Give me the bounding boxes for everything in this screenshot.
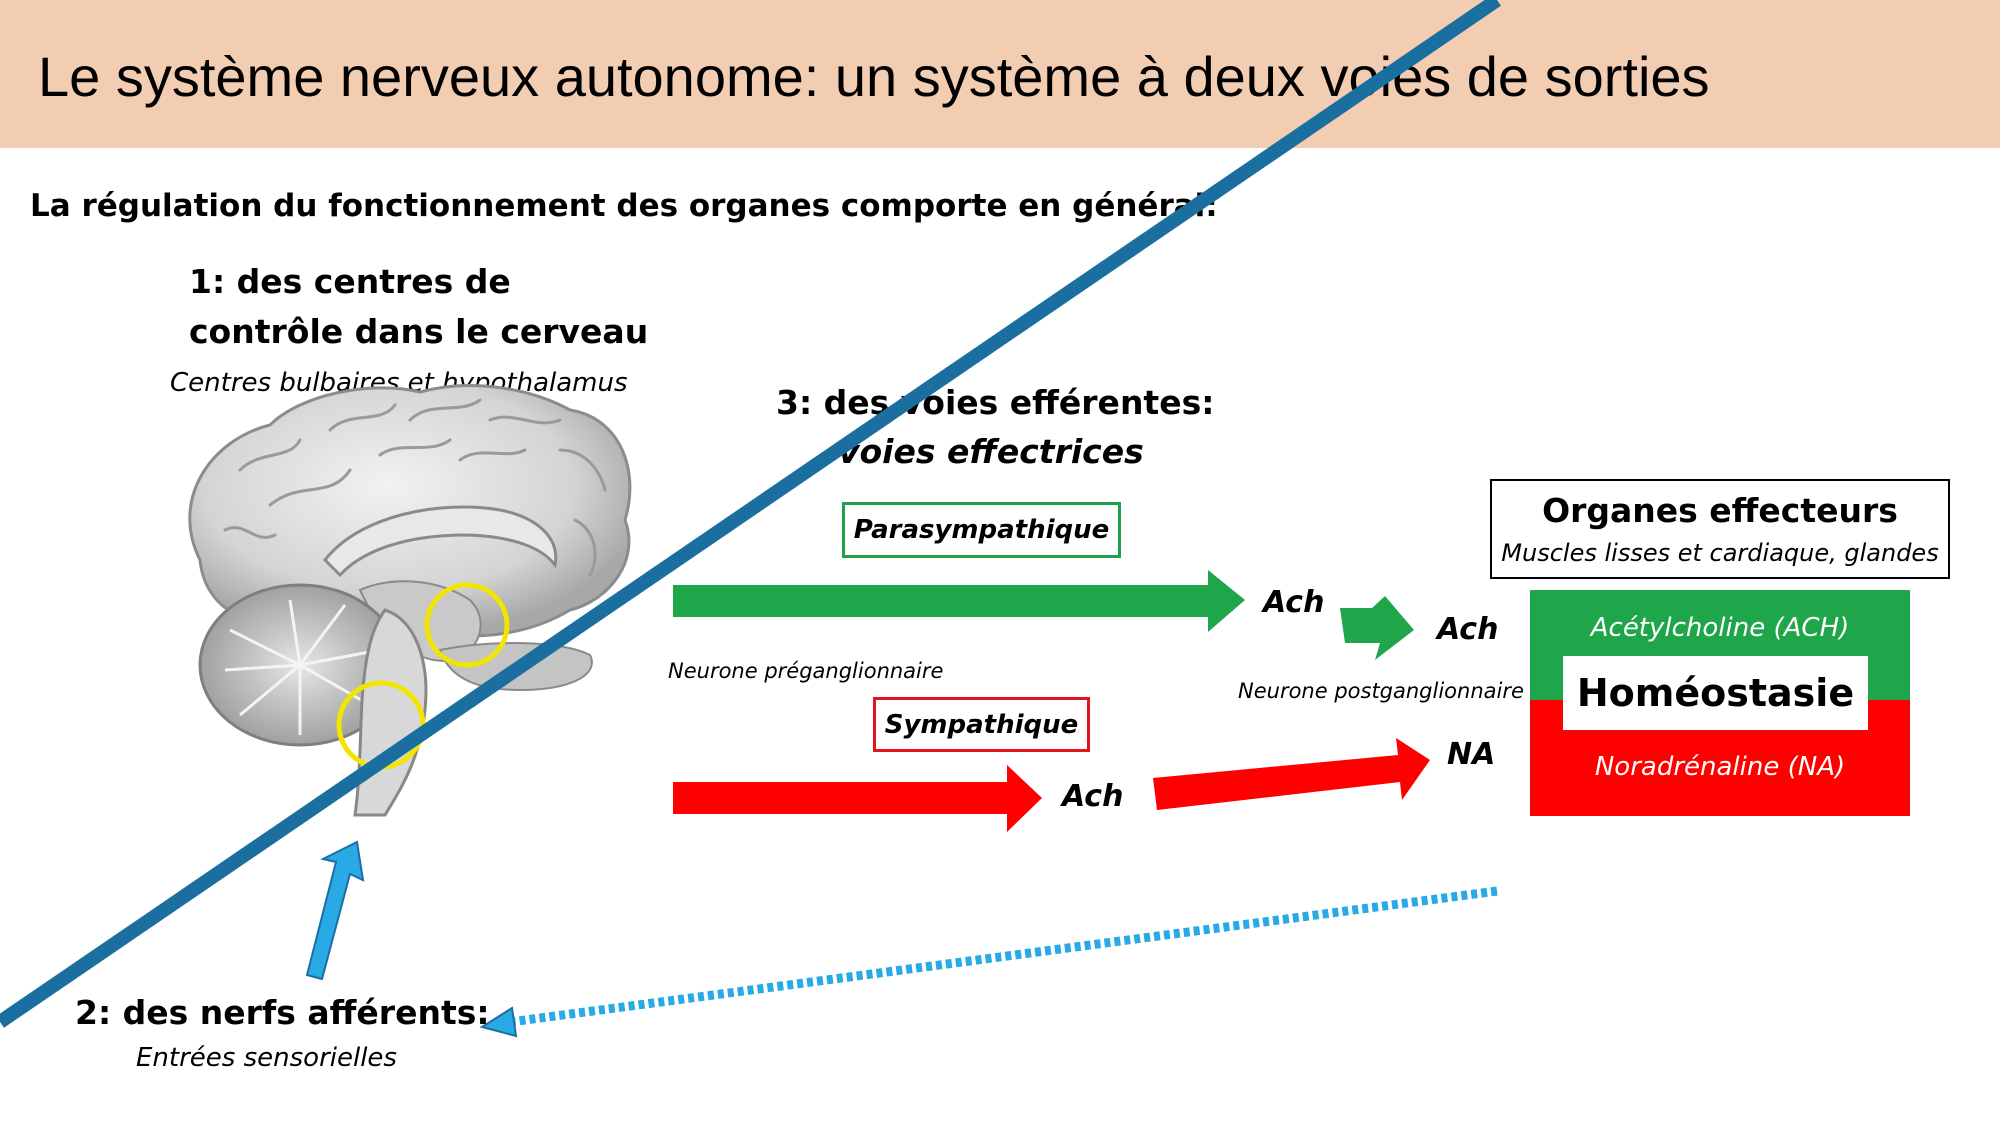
hypothalamus-highlight: [424, 582, 510, 668]
page-title: Le système nerveux autonome: un système …: [38, 45, 1710, 108]
parasympathetic-preganglionic-arrow: [673, 570, 1245, 632]
feedback-arrow-head: [479, 1006, 518, 1038]
preganglionic-label: Neurone préganglionnaire: [668, 659, 944, 683]
acetylcholine-label: Acétylcholine (ACH): [1590, 613, 1850, 643]
afferent-up-arrow: [305, 840, 365, 981]
symp-ganglion-ach: Ach: [1062, 779, 1124, 814]
centres-heading-line1: 1: des centres de: [189, 262, 511, 301]
para-effector-ach: Ach: [1437, 612, 1499, 647]
efferent-heading-line2: voies effectrices: [838, 432, 1144, 471]
postganglionic-label: Neurone postganglionnaire: [1238, 679, 1524, 703]
afferent-heading: 2: des nerfs afférents:: [75, 993, 490, 1032]
effector-organs-title: Organes effecteurs: [1542, 491, 1898, 530]
sympathetic-postganglionic-arrow: [1153, 738, 1430, 810]
parasympathetic-postganglionic-arrow: [1340, 596, 1414, 660]
sympathetic-preganglionic-arrow: [673, 765, 1042, 832]
parasympathetic-label: Parasympathique: [842, 502, 1121, 558]
para-ganglion-ach: Ach: [1263, 585, 1325, 620]
sympathetic-label: Sympathique: [873, 697, 1090, 752]
efferent-heading-line1: 3: des voies efférentes:: [776, 383, 1215, 422]
noradrenaline-label: Noradrénaline (NA): [1594, 752, 1846, 782]
effector-organs-subtitle: Muscles lisses et cardiaque, glandes: [1501, 539, 1939, 567]
slide-subtitle: La régulation du fonctionnement des orga…: [30, 188, 1218, 224]
afferent-detail: Entrées sensorielles: [136, 1043, 397, 1073]
header-banner: Le système nerveux autonome: un système …: [0, 0, 2000, 148]
homeostasis-label: Homéostasie: [1563, 656, 1868, 730]
centres-heading-line2: contrôle dans le cerveau: [189, 312, 649, 351]
symp-effector-na: NA: [1447, 737, 1496, 772]
effector-organs-box: Organes effecteurs Muscles lisses et car…: [1490, 479, 1950, 579]
